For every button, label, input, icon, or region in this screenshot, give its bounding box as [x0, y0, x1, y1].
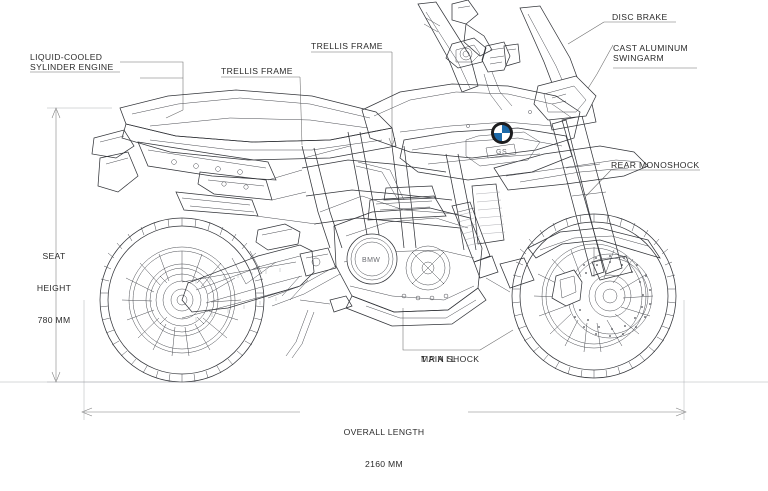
- handlebar-controls: [423, 0, 521, 111]
- seat-height-value: 780 MM: [37, 314, 71, 325]
- front-wheel: [511, 213, 677, 379]
- overall-length-value: 2160 MM: [365, 458, 403, 469]
- motorcycle-technical-diagram: GS BMW LIQUID-COOLED SYLINDER ENGINE TRE…: [0, 0, 768, 469]
- rear-wheel: [99, 217, 299, 383]
- liquid-cooled-engine: [267, 161, 506, 327]
- dimension-overall-length: OVERALL LENGTH 2160 MM: [300, 406, 468, 491]
- callout-trellis-frame-top: TRELLIS FRAME: [311, 41, 383, 51]
- side-stand: [285, 309, 315, 359]
- seat-height-line-2: HEIGHT: [36, 282, 72, 293]
- callout-trail-main-shock-overlap: TRAIL MAIN SHOCK: [421, 354, 541, 366]
- callout-rear-monoshock: REAR MONOSHOCK: [611, 160, 700, 170]
- windscreen: [417, 1, 597, 121]
- seat-height-line-1: SEAT: [42, 251, 66, 262]
- callout-trellis-frame-left: TRELLIS FRAME: [221, 66, 293, 76]
- engine-case-bmw-text: BMW: [362, 257, 380, 264]
- rear-monoshock-part: [451, 201, 535, 293]
- cast-aluminum-swingarm-part: [181, 223, 315, 313]
- trellis-frame-part: [255, 131, 477, 251]
- callout-liquid-cooled-sylinder-engine: LIQUID-COOLED SYLINDER ENGINE: [30, 52, 114, 73]
- overlap-layer-trail: TRAIL: [421, 354, 459, 364]
- svg-text:GS: GS: [496, 149, 507, 156]
- overlap-layer-main-shock: MAIN SHOCK: [421, 354, 480, 364]
- suspension-linkage: [281, 247, 337, 301]
- callout-cast-aluminum-swingarm: CAST ALUMINUM SWINGARM: [613, 43, 689, 64]
- dimension-seat-height: SEAT HEIGHT 780 MM: [22, 230, 86, 347]
- fuel-tank-bodywork: [91, 83, 581, 217]
- overall-length-label: OVERALL LENGTH: [343, 427, 425, 438]
- motorcycle-line-art: GS BMW: [0, 0, 768, 420]
- front-fork: [493, 103, 661, 281]
- callout-disc-brake: DISC BRAKE: [612, 12, 668, 22]
- gs-model-badge: GS: [485, 143, 517, 159]
- bmw-roundel-icon: [491, 122, 513, 144]
